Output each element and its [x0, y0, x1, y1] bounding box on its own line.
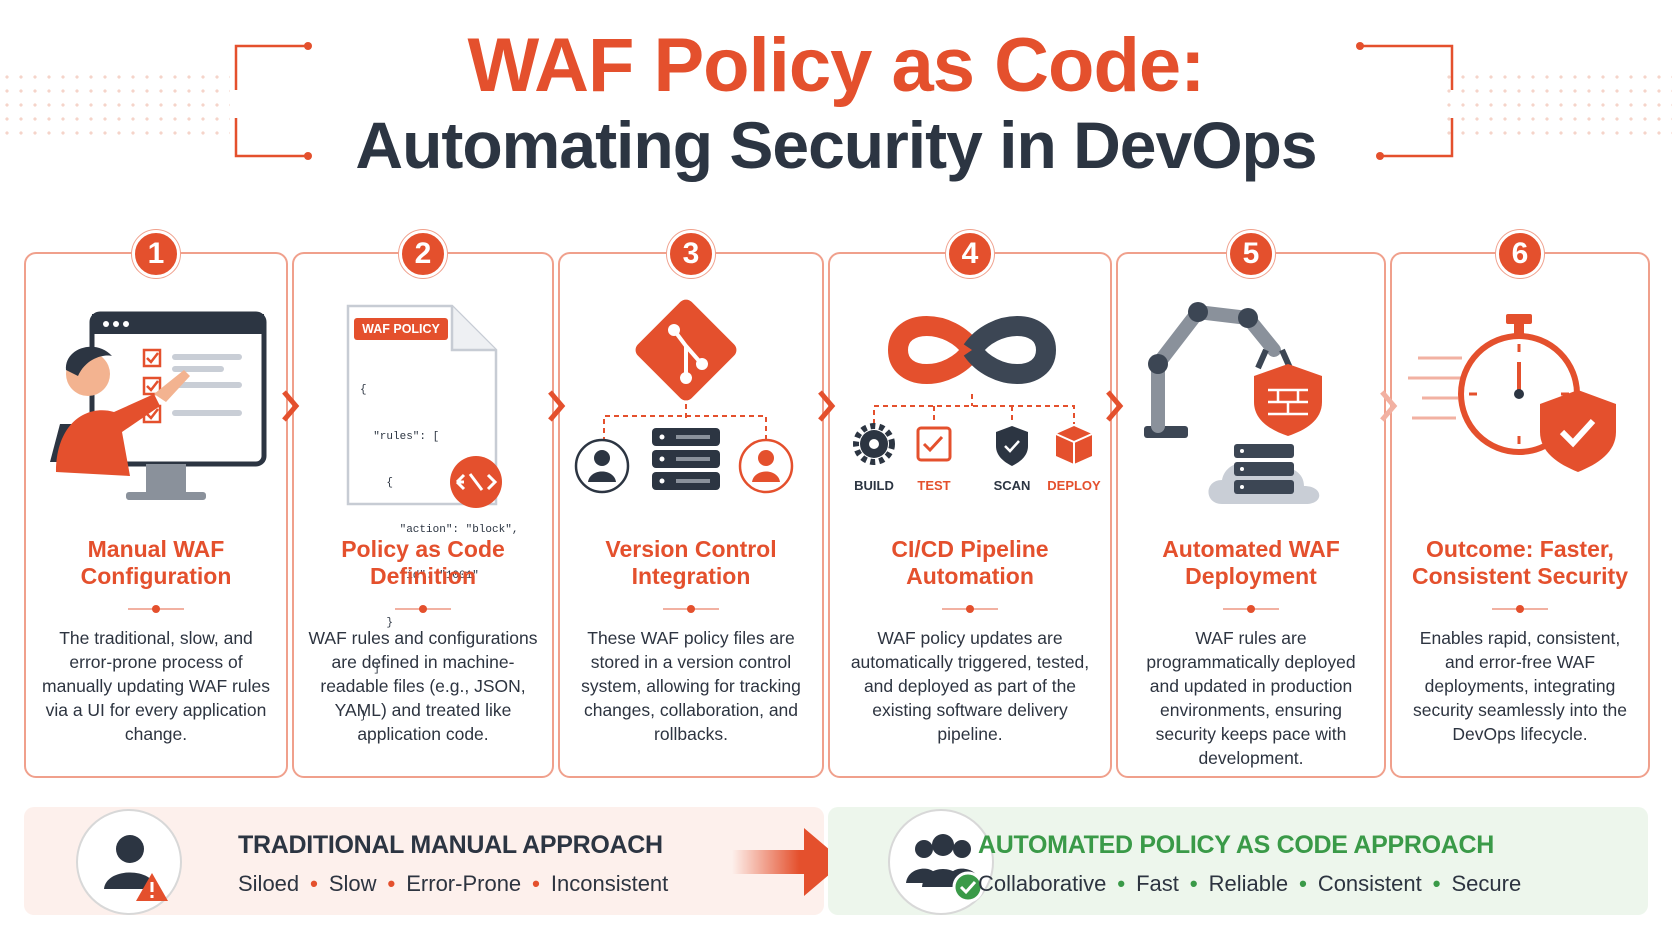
chevron-right-icon: [548, 390, 566, 422]
trait-item: Slow: [328, 871, 377, 896]
step-card-5: 5 Automated WAF Deploym: [1116, 230, 1386, 778]
code-line: "rules": [: [360, 430, 440, 443]
trait-item: Collaborative: [978, 871, 1107, 896]
stage-label-build: BUILD: [854, 478, 894, 493]
step-description: WAF rules are programmatically deployed …: [1146, 628, 1356, 768]
step-description: WAF rules and configurations are defined…: [308, 628, 538, 744]
checkbox-icon: [142, 348, 162, 424]
title-separator: [942, 605, 998, 613]
chevron-right-icon: [1380, 390, 1398, 422]
step-card-6: 6 Outcome: Faster, Consistent Security E…: [1390, 230, 1650, 778]
chevron-right-icon: [818, 390, 836, 422]
test-checkbox-icon: [916, 426, 952, 462]
trait-item: Siloed: [238, 871, 300, 896]
stage-label-scan: SCAN: [993, 478, 1031, 493]
title-separator: [1223, 605, 1279, 613]
code-line: ]: [360, 663, 380, 675]
chevron-right-icon: [1106, 390, 1124, 422]
dot-pattern-left: [0, 70, 230, 140]
trait-item: Fast: [1136, 871, 1179, 896]
step-description: Enables rapid, consistent, and error-fre…: [1413, 628, 1627, 744]
code-line: {: [360, 384, 367, 396]
robot-arm-icon: [1144, 302, 1293, 438]
step-title: Automated WAF Deployment: [1162, 536, 1340, 589]
transition-arrow-icon: [732, 828, 844, 896]
step-card-1: 1: [24, 230, 288, 778]
version-control-illustration: [560, 294, 822, 544]
dot-pattern-right: [1442, 70, 1672, 140]
traditional-approach-panel: TRADITIONAL MANUAL APPROACH Siloed•Slow•…: [24, 807, 824, 915]
code-line: }: [360, 616, 394, 629]
cloud-server-icon: [1208, 444, 1320, 504]
server-icon: [652, 428, 720, 490]
user-icon: [574, 438, 630, 494]
git-icon: [635, 299, 737, 401]
step-number-badge: 2: [399, 230, 447, 278]
firewall-shield-icon: [1254, 364, 1322, 436]
team-check-icon: [888, 809, 994, 915]
user-warning-icon: [76, 809, 182, 915]
title-separator: [395, 605, 451, 613]
shield-check-icon: [1540, 390, 1616, 472]
step-description: These WAF policy files are stored in a v…: [581, 628, 801, 744]
manual-config-illustration: [26, 294, 286, 544]
person-icon: [50, 346, 190, 476]
traditional-traits: Siloed•Slow•Error-Prone•Inconsistent: [238, 871, 669, 896]
step-description: WAF policy updates are automatically tri…: [850, 628, 1090, 744]
stage-label-test: TEST: [917, 478, 951, 493]
step-number-badge: 5: [1227, 230, 1275, 278]
automated-approach-panel: AUTOMATED POLICY AS CODE APPROACH Collab…: [828, 807, 1648, 915]
trait-item: Inconsistent: [550, 871, 669, 896]
traditional-title: TRADITIONAL MANUAL APPROACH: [238, 831, 663, 859]
trait-item: Secure: [1451, 871, 1522, 896]
title-separator: [663, 605, 719, 613]
automated-traits: Collaborative•Fast•Reliable•Consistent•S…: [978, 871, 1522, 896]
step-card-2: 2 WAF POLICY { "rules": [ { "action": "b…: [292, 230, 554, 778]
stage-label-deploy: DEPLOY: [1047, 478, 1101, 493]
step-number-badge: 3: [667, 230, 715, 278]
speed-lines-icon: [1408, 356, 1462, 420]
step-card-3: 3: [558, 230, 824, 778]
title-bracket-right: [1356, 40, 1456, 160]
step-number-badge: 1: [132, 230, 180, 278]
policy-file-illustration: WAF POLICY { "rules": [ { "action": "blo…: [294, 294, 552, 722]
automated-title: AUTOMATED POLICY AS CODE APPROACH: [978, 831, 1495, 859]
cicd-pipeline-illustration: BUILD TEST SCAN DEPLOY: [830, 294, 1110, 544]
step-number-badge: 4: [946, 230, 994, 278]
step-title: CI/CD Pipeline Automation: [891, 536, 1049, 589]
code-icon: [450, 456, 502, 508]
code-line: "id": "1001": [360, 570, 479, 582]
outcome-illustration: [1392, 294, 1648, 544]
gear-icon: [853, 423, 895, 465]
automated-deployment-illustration: [1118, 294, 1384, 544]
step-title: Outcome: Faster, Consistent Security: [1412, 536, 1628, 589]
trait-item: Consistent: [1317, 871, 1422, 896]
step-description: The traditional, slow, and error-prone p…: [42, 628, 270, 744]
step-number-badge: 6: [1496, 230, 1544, 278]
user-icon: [738, 438, 794, 494]
infinity-loop-icon: [887, 316, 1057, 384]
shield-icon: [996, 426, 1028, 466]
step-title: Manual WAF Configuration: [80, 536, 232, 589]
title-line-1: WAF Policy as Code:: [467, 23, 1206, 108]
policy-code-block: { "rules": [ { "action": "block", "id": …: [360, 352, 518, 755]
package-icon: [1055, 426, 1093, 464]
title-line-2: Automating Security in DevOps: [355, 108, 1317, 182]
step-title: Version Control Integration: [605, 536, 777, 589]
policy-doc-label: WAF POLICY: [362, 322, 440, 336]
code-line: {: [360, 477, 394, 489]
title-bracket-left: [232, 40, 312, 160]
chevron-right-icon: [282, 390, 300, 422]
title-separator: [1492, 605, 1548, 613]
code-line: }: [360, 709, 367, 722]
step-title: Policy as Code Definition: [341, 536, 505, 589]
trait-item: Error-Prone: [406, 871, 522, 896]
step-card-4: 4 BUILD: [828, 230, 1112, 778]
title-separator: [128, 605, 184, 613]
code-line: "action": "block",: [360, 523, 519, 536]
trait-item: Reliable: [1208, 871, 1289, 896]
